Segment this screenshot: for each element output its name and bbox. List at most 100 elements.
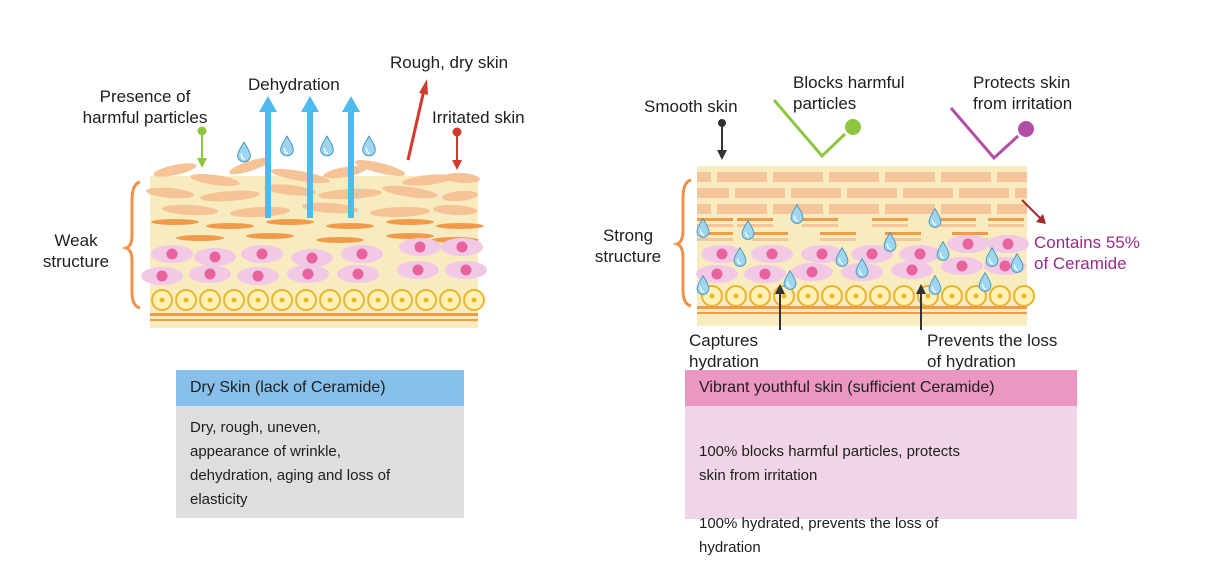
base-cell-core: [733, 293, 739, 299]
cell-nucleus: [866, 248, 878, 260]
lamellar-line: [697, 224, 733, 227]
brick: [773, 172, 823, 182]
lamellar-line: [697, 232, 733, 235]
block-particles-arrow: [772, 99, 861, 159]
prevents-loss-label: Prevents the loss of hydration: [927, 331, 1058, 371]
orange-streak: [151, 219, 199, 225]
skin-flake: [230, 206, 290, 218]
base-cell-core: [925, 293, 931, 299]
water-droplet: [1010, 252, 1024, 273]
lamellar-line: [885, 232, 921, 235]
water-droplet: [835, 246, 849, 267]
skin-flake: [153, 163, 197, 177]
water-droplet: [928, 207, 942, 228]
base-cell-core: [303, 297, 309, 303]
base-cell-core: [183, 297, 189, 303]
lamellar-line: [737, 224, 773, 227]
strong-structure-label: Strong structure: [594, 226, 662, 266]
skin-flake: [382, 185, 438, 199]
lamellar-line: [697, 238, 733, 241]
brick: [997, 204, 1027, 214]
cell-nucleus: [962, 238, 974, 250]
healthy-skin-description: 100% blocks harmful particles, protects …: [685, 406, 1077, 556]
orange-streak: [436, 223, 484, 229]
water-droplet: [855, 257, 869, 278]
dry-droplets: [237, 135, 376, 163]
brick: [941, 204, 991, 214]
brick-layer: [697, 172, 1027, 214]
base-cell-core: [997, 293, 1003, 299]
water-droplet: [985, 246, 999, 267]
healthy-skin-title: Vibrant youthful skin (sufficient Cerami…: [685, 370, 1077, 406]
base-line: [150, 319, 478, 321]
orange-streak: [246, 233, 294, 239]
water-droplet: [237, 141, 251, 163]
base-cell-core: [399, 297, 405, 303]
brick: [735, 188, 785, 198]
cell-nucleus: [209, 251, 221, 263]
lamellar-line: [872, 224, 908, 227]
cell-nucleus: [956, 260, 968, 272]
base-cell-core: [973, 293, 979, 299]
lamellar-line: [820, 232, 856, 235]
base-cell-core: [781, 293, 787, 299]
lamellar-line: [940, 224, 976, 227]
brick: [959, 188, 1009, 198]
water-droplet: [928, 274, 942, 295]
cell-nucleus: [306, 252, 318, 264]
prevent-arrow: [916, 284, 926, 330]
cell-nucleus: [166, 248, 178, 260]
water-droplet: [320, 135, 334, 157]
skin-flake: [229, 157, 271, 175]
skin-flake: [162, 204, 218, 216]
dry-pink-cells: [141, 238, 487, 285]
lamellar-line: [940, 218, 976, 221]
lamellar-line: [802, 218, 838, 221]
cell-nucleus: [914, 248, 926, 260]
weak-structure-label: Weak structure: [42, 231, 110, 271]
strong-structure-brace: [672, 178, 692, 308]
skin-flake: [190, 173, 240, 187]
skin-flake: [264, 184, 316, 196]
skin-flake: [433, 204, 477, 216]
base-cell-core: [709, 293, 715, 299]
lamellar-line: [752, 238, 788, 241]
brick: [791, 188, 841, 198]
water-droplet: [696, 274, 710, 295]
healthy-benefit-1: 100% blocks harmful particles, protects …: [699, 443, 960, 484]
base-cell-core: [159, 297, 165, 303]
capture-arrow: [775, 284, 785, 330]
water-droplet: [936, 240, 950, 261]
smooth-skin-label: Smooth skin: [644, 97, 738, 116]
skin-flake: [200, 190, 260, 202]
brick: [717, 172, 767, 182]
cell-nucleus: [460, 264, 472, 276]
cell-nucleus: [906, 264, 918, 276]
dry-skin-description: Dry, rough, uneven, appearance of wrinkl…: [176, 406, 464, 518]
lamellar-line: [988, 224, 1024, 227]
irritated-skin-label: Irritated skin: [432, 108, 525, 127]
orange-streak: [316, 237, 364, 243]
blocks-particles-label: Blocks harmful particles: [793, 73, 905, 113]
protect-irritation-arrow: [949, 107, 1034, 161]
smooth-pin: [717, 119, 727, 160]
orange-streak: [206, 223, 254, 229]
base-cell-core: [829, 293, 835, 299]
cell-nucleus: [456, 241, 468, 253]
lamellar-line: [952, 232, 988, 235]
orange-streak: [386, 219, 434, 225]
ceramide-content-label: Contains 55% of Ceramide: [1034, 233, 1140, 273]
particle-pin: [197, 126, 207, 168]
harmful-particles-label: Presence of harmful particles: [82, 87, 208, 127]
cell-nucleus: [759, 268, 771, 280]
skin-flake: [146, 187, 194, 199]
brick: [847, 188, 897, 198]
cell-nucleus: [806, 266, 818, 278]
dry-base-cells: [151, 289, 485, 311]
cell-nucleus: [256, 248, 268, 260]
cell-nucleus: [716, 248, 728, 260]
water-droplet: [978, 271, 992, 292]
base-cell-core: [853, 293, 859, 299]
cell-nucleus: [412, 264, 424, 276]
cell-nucleus: [999, 260, 1011, 272]
